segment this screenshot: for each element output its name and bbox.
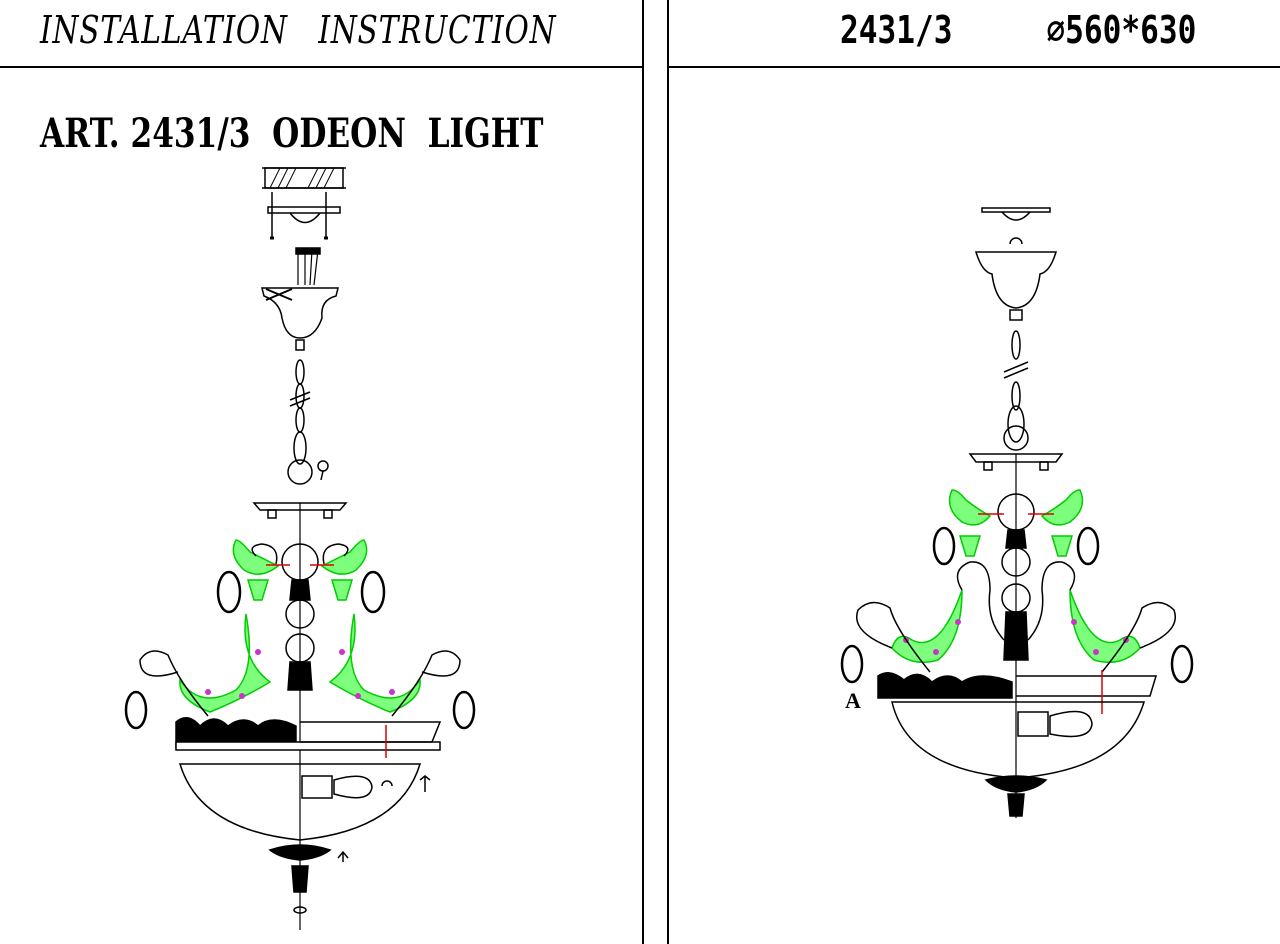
divider-line <box>642 0 644 944</box>
header-rule <box>0 66 643 68</box>
sheet-title: INSTALLATION INSTRUCTION <box>40 8 557 52</box>
article-line: ART. 2431/3 ODEON LIGHT <box>40 110 544 157</box>
header-rule <box>667 66 1280 68</box>
divider-line <box>667 0 669 944</box>
model-spec: 2431/3 ⌀560*630 <box>840 8 1197 52</box>
callout-label: A <box>845 688 861 713</box>
